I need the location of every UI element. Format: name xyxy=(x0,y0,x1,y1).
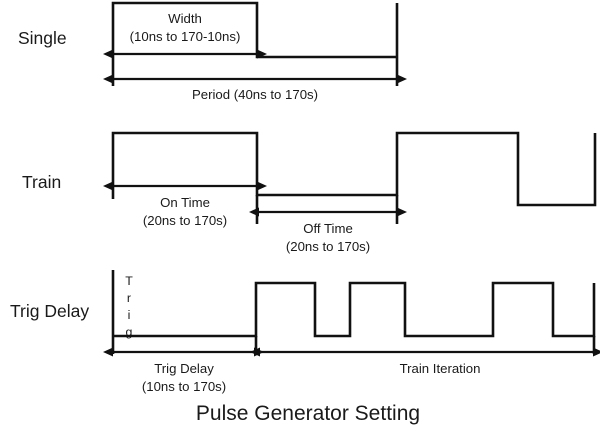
dimension-label-trig-delay: Trig Delay xyxy=(154,361,214,376)
waveform-single-trace xyxy=(111,1,397,59)
dimension-label-off-time: Off Time xyxy=(303,221,353,236)
trig-marker-letter-r: r xyxy=(127,291,131,305)
trig-marker-letter-t: T xyxy=(125,274,133,288)
row-label-single: Single xyxy=(18,28,67,48)
dimension-sublabel-on-time: (20ns to 170s) xyxy=(143,213,227,228)
dimension-label-width: Width xyxy=(168,11,202,26)
row-label-train: Train xyxy=(22,172,61,192)
row-label-trig-delay: Trig Delay xyxy=(10,301,89,321)
waveform-row-single: Single Width (10ns to 170-10ns) Period (… xyxy=(18,1,407,102)
waveform-trig-delay-trace xyxy=(113,281,596,338)
trig-marker-letter-g: g xyxy=(126,325,133,339)
trig-marker-letter-i: i xyxy=(128,308,131,322)
dimension-sublabel-width: (10ns to 170-10ns) xyxy=(130,29,241,44)
dimension-sublabel-off-time: (20ns to 170s) xyxy=(286,239,370,254)
dimension-label-on-time: On Time xyxy=(160,195,210,210)
figure-title: Pulse Generator Setting xyxy=(196,402,420,425)
dimension-label-train-iteration: Train Iteration xyxy=(400,361,481,376)
dimension-label-period: Period (40ns to 170s) xyxy=(192,87,318,102)
waveform-row-train: Train On Time (20ns to 170s) Off Time (2… xyxy=(22,131,597,254)
dimension-sublabel-trig-delay: (10ns to 170s) xyxy=(142,379,226,394)
waveform-row-trig-delay: Trig Delay T r i g Trig Delay (10ns to 1… xyxy=(10,270,600,394)
waveform-train-trace xyxy=(111,131,597,207)
